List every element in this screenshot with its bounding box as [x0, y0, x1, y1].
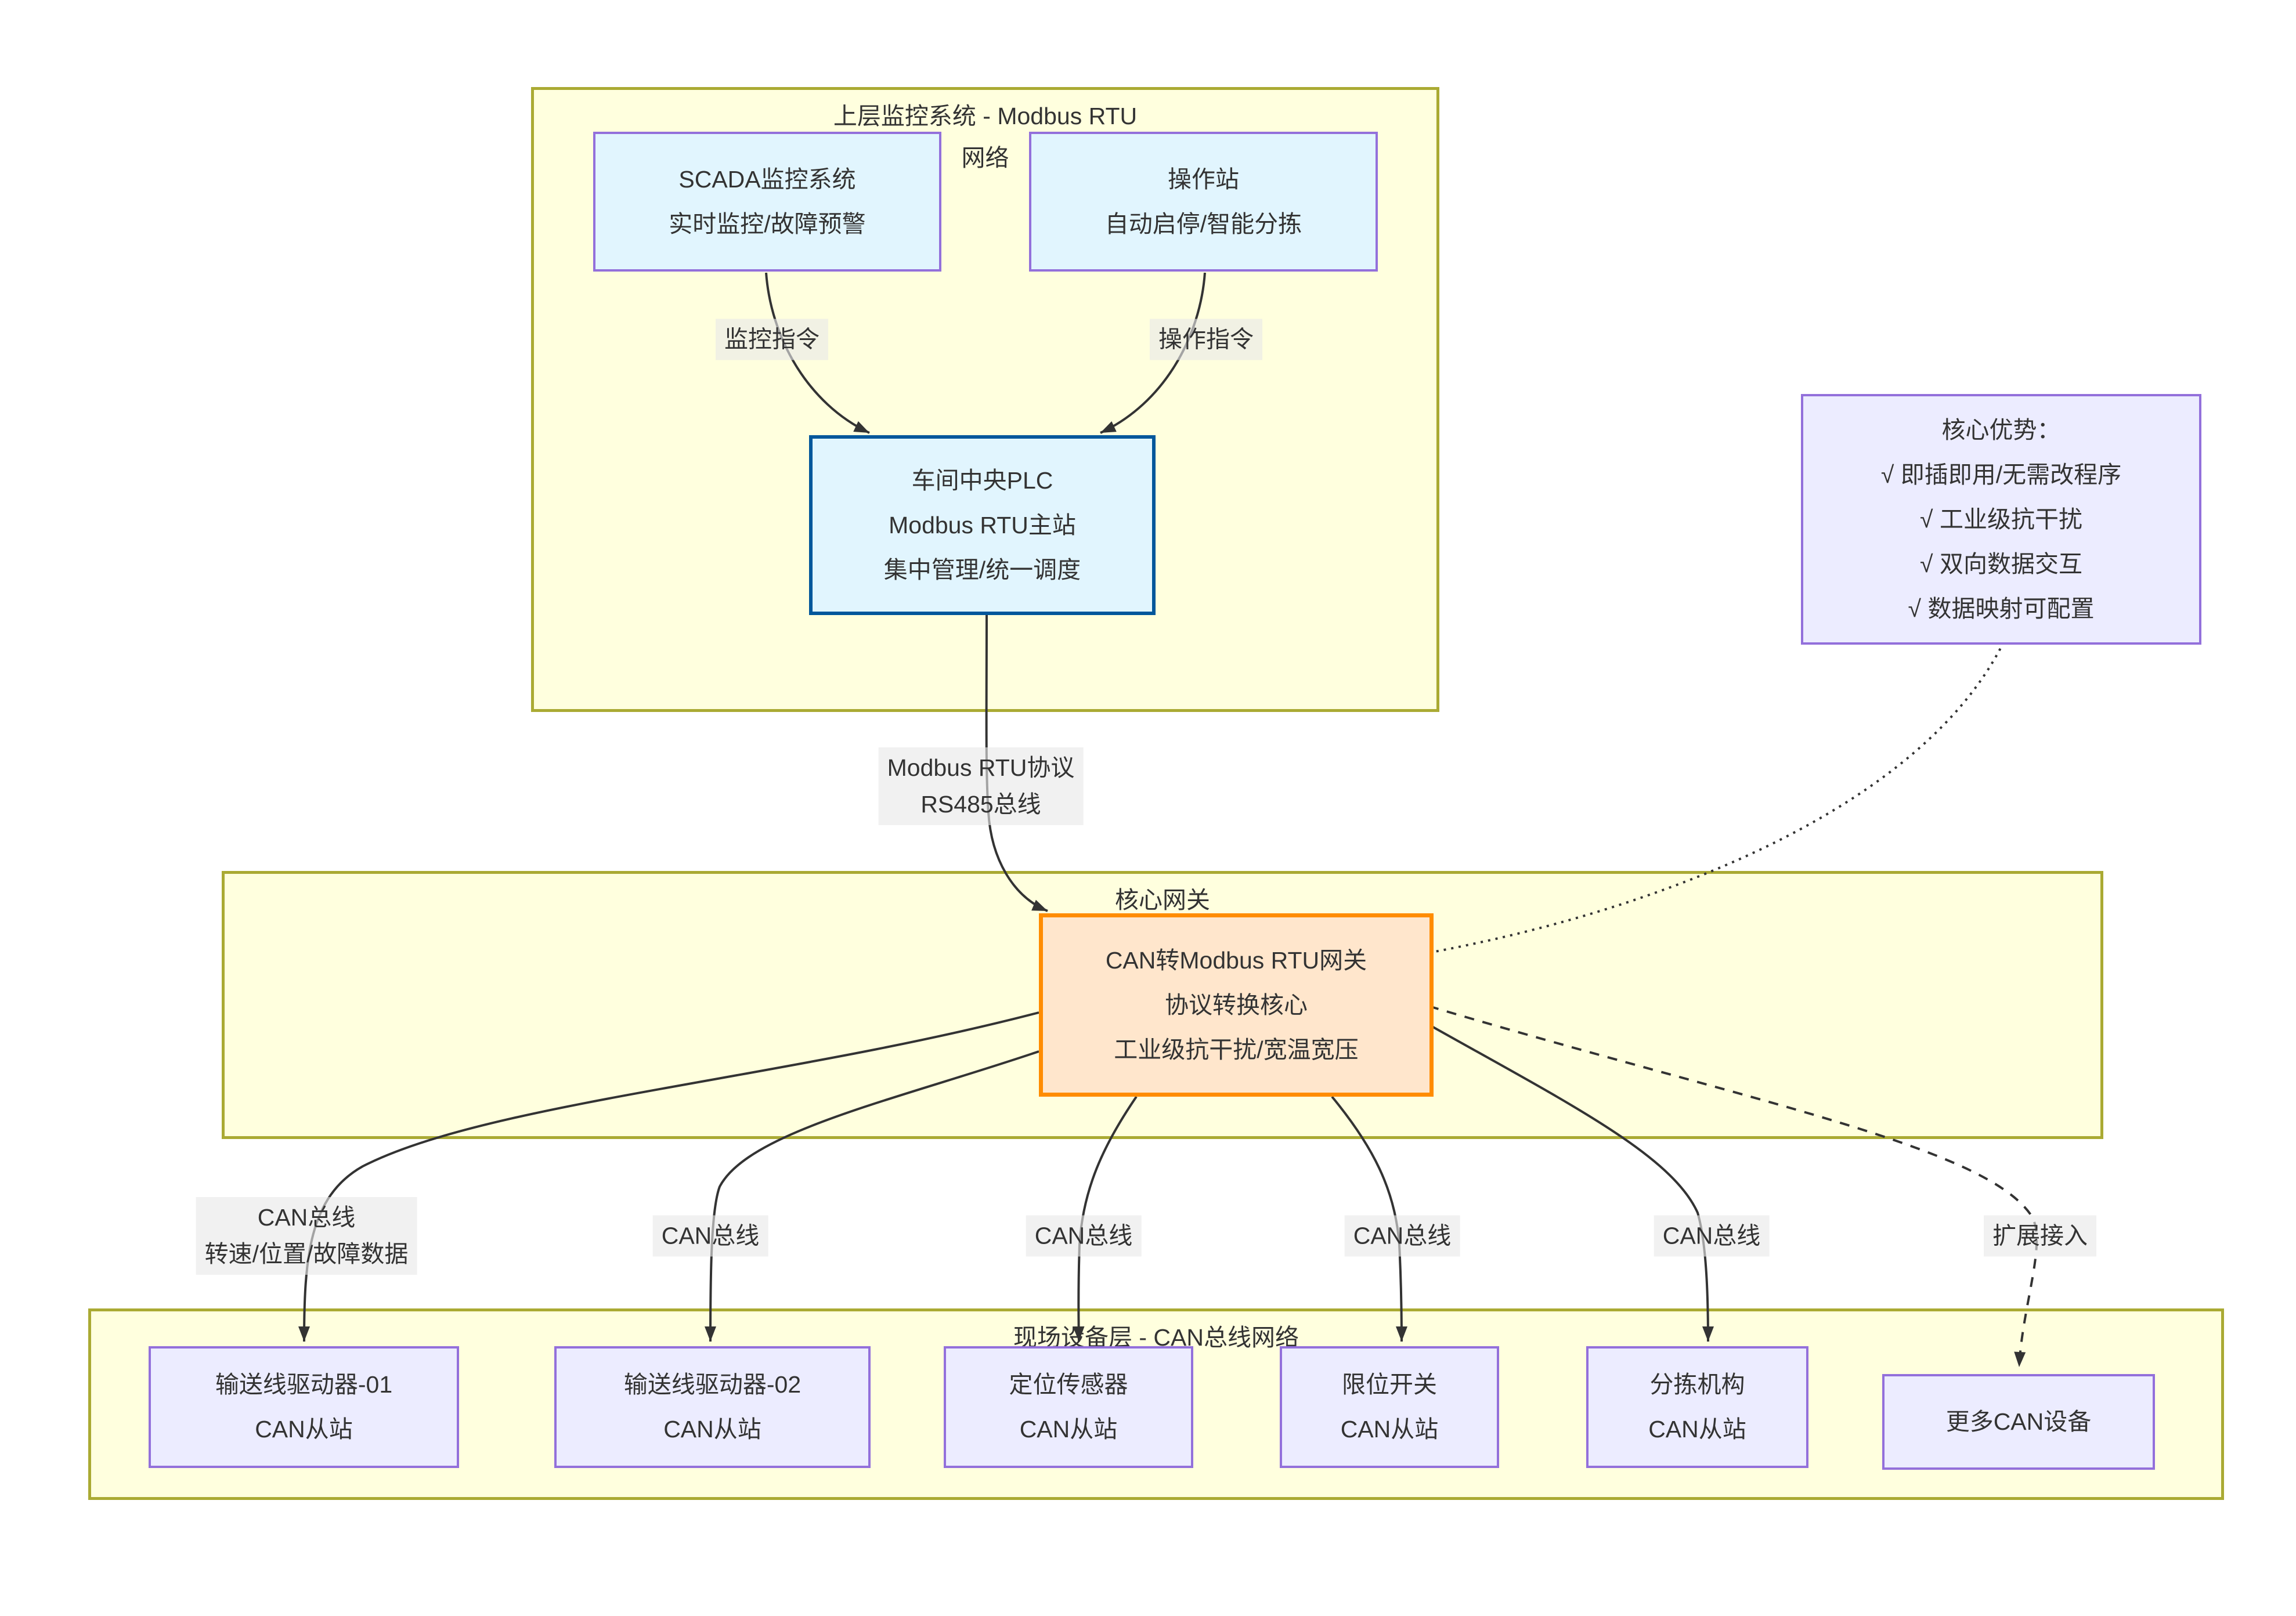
- edge-label-can-3: CAN总线: [1026, 1215, 1142, 1257]
- edge-label-can-main-line2: 转速/位置/故障数据: [204, 1241, 409, 1267]
- node-plc-line2: Modbus RTU主站: [889, 511, 1076, 538]
- edge-label-can-5: CAN总线: [1654, 1215, 1770, 1257]
- node-can-modbus-gateway: CAN转Modbus RTU网关 协议转换核心 工业级抗干扰/宽温宽压: [1039, 913, 1434, 1097]
- node-gateway-line1: CAN转Modbus RTU网关: [1105, 946, 1367, 974]
- edge-label-modbus-rs485: Modbus RTU协议 RS485总线: [878, 747, 1084, 825]
- node-gateway-line3: 工业级抗干扰/宽温宽压: [1114, 1036, 1359, 1063]
- node-advantages-line5: √ 数据映射可配置: [1908, 595, 2095, 622]
- node-limit-switch: 限位开关 CAN从站: [1280, 1346, 1499, 1468]
- node-limitswitch-line2: CAN从站: [1340, 1416, 1439, 1443]
- node-sensor-line2: CAN从站: [1019, 1416, 1118, 1443]
- node-sorter-line1: 分拣机构: [1649, 1371, 1745, 1398]
- node-position-sensor: 定位传感器 CAN从站: [944, 1346, 1193, 1468]
- node-advantages-line3: √ 工业级抗干扰: [1920, 505, 2082, 533]
- edge-label-modbus-line2: RS485总线: [920, 791, 1041, 818]
- edge-label-modbus-line1: Modbus RTU协议: [887, 754, 1075, 781]
- node-opstation-line1: 操作站: [1168, 165, 1239, 193]
- node-plc-line3: 集中管理/统一调度: [883, 556, 1081, 583]
- node-plc-master: 车间中央PLC Modbus RTU主站 集中管理/统一调度: [809, 435, 1156, 615]
- node-gateway-line2: 协议转换核心: [1165, 991, 1308, 1018]
- node-advantages-line2: √ 即插即用/无需改程序: [1880, 461, 2122, 488]
- node-driver02-line1: 输送线驱动器-02: [623, 1371, 802, 1398]
- node-driver01-line2: CAN从站: [255, 1416, 353, 1443]
- node-advantages-line4: √ 双向数据交互: [1920, 550, 2082, 577]
- node-driver02: 输送线驱动器-02 CAN从站: [554, 1346, 871, 1468]
- edge-label-can-2: CAN总线: [652, 1215, 768, 1257]
- edge-label-can-4: CAN总线: [1344, 1215, 1460, 1257]
- edge-label-can-main-line1: CAN总线: [257, 1204, 356, 1231]
- subgraph-upper-title: 上层监控系统 - Modbus RTU 网络: [534, 90, 1436, 179]
- node-advantages-line1: 核心优势：: [1941, 416, 2061, 443]
- node-core-advantages: 核心优势： √ 即插即用/无需改程序 √ 工业级抗干扰 √ 双向数据交互 √ 数…: [1801, 394, 2201, 645]
- node-scada: SCADA监控系统 实时监控/故障预警: [593, 132, 941, 272]
- subgraph-core-gateway-title: 核心网关: [1115, 887, 1210, 913]
- subgraph-upper-title-line2: 网络: [961, 144, 1009, 171]
- node-opstation-line2: 自动启停/智能分拣: [1104, 210, 1302, 237]
- subgraph-upper-title-line1: 上层监控系统 - Modbus RTU: [833, 103, 1138, 129]
- node-sorter-line2: CAN从站: [1648, 1416, 1746, 1443]
- node-limitswitch-line1: 限位开关: [1342, 1371, 1437, 1398]
- node-sorting-mechanism: 分拣机构 CAN从站: [1586, 1346, 1808, 1468]
- node-driver02-line2: CAN从站: [663, 1416, 761, 1443]
- node-scada-line2: 实时监控/故障预警: [669, 210, 866, 237]
- node-driver01: 输送线驱动器-01 CAN从站: [149, 1346, 459, 1468]
- edge-label-expand-access: 扩展接入: [1984, 1215, 2096, 1257]
- edge-label-can-main: CAN总线 转速/位置/故障数据: [196, 1197, 417, 1275]
- node-more-line1: 更多CAN设备: [1945, 1408, 2092, 1435]
- node-opstation: 操作站 自动启停/智能分拣: [1029, 132, 1378, 272]
- node-plc-line1: 车间中央PLC: [911, 467, 1053, 494]
- node-more-can-devices: 更多CAN设备: [1882, 1374, 2155, 1470]
- node-sensor-line1: 定位传感器: [1009, 1371, 1128, 1398]
- edge-label-operate-command: 操作指令: [1150, 319, 1262, 360]
- node-scada-line1: SCADA监控系统: [678, 165, 856, 193]
- node-driver01-line1: 输送线驱动器-01: [215, 1371, 393, 1398]
- edge-label-monitor-command: 监控指令: [716, 319, 828, 360]
